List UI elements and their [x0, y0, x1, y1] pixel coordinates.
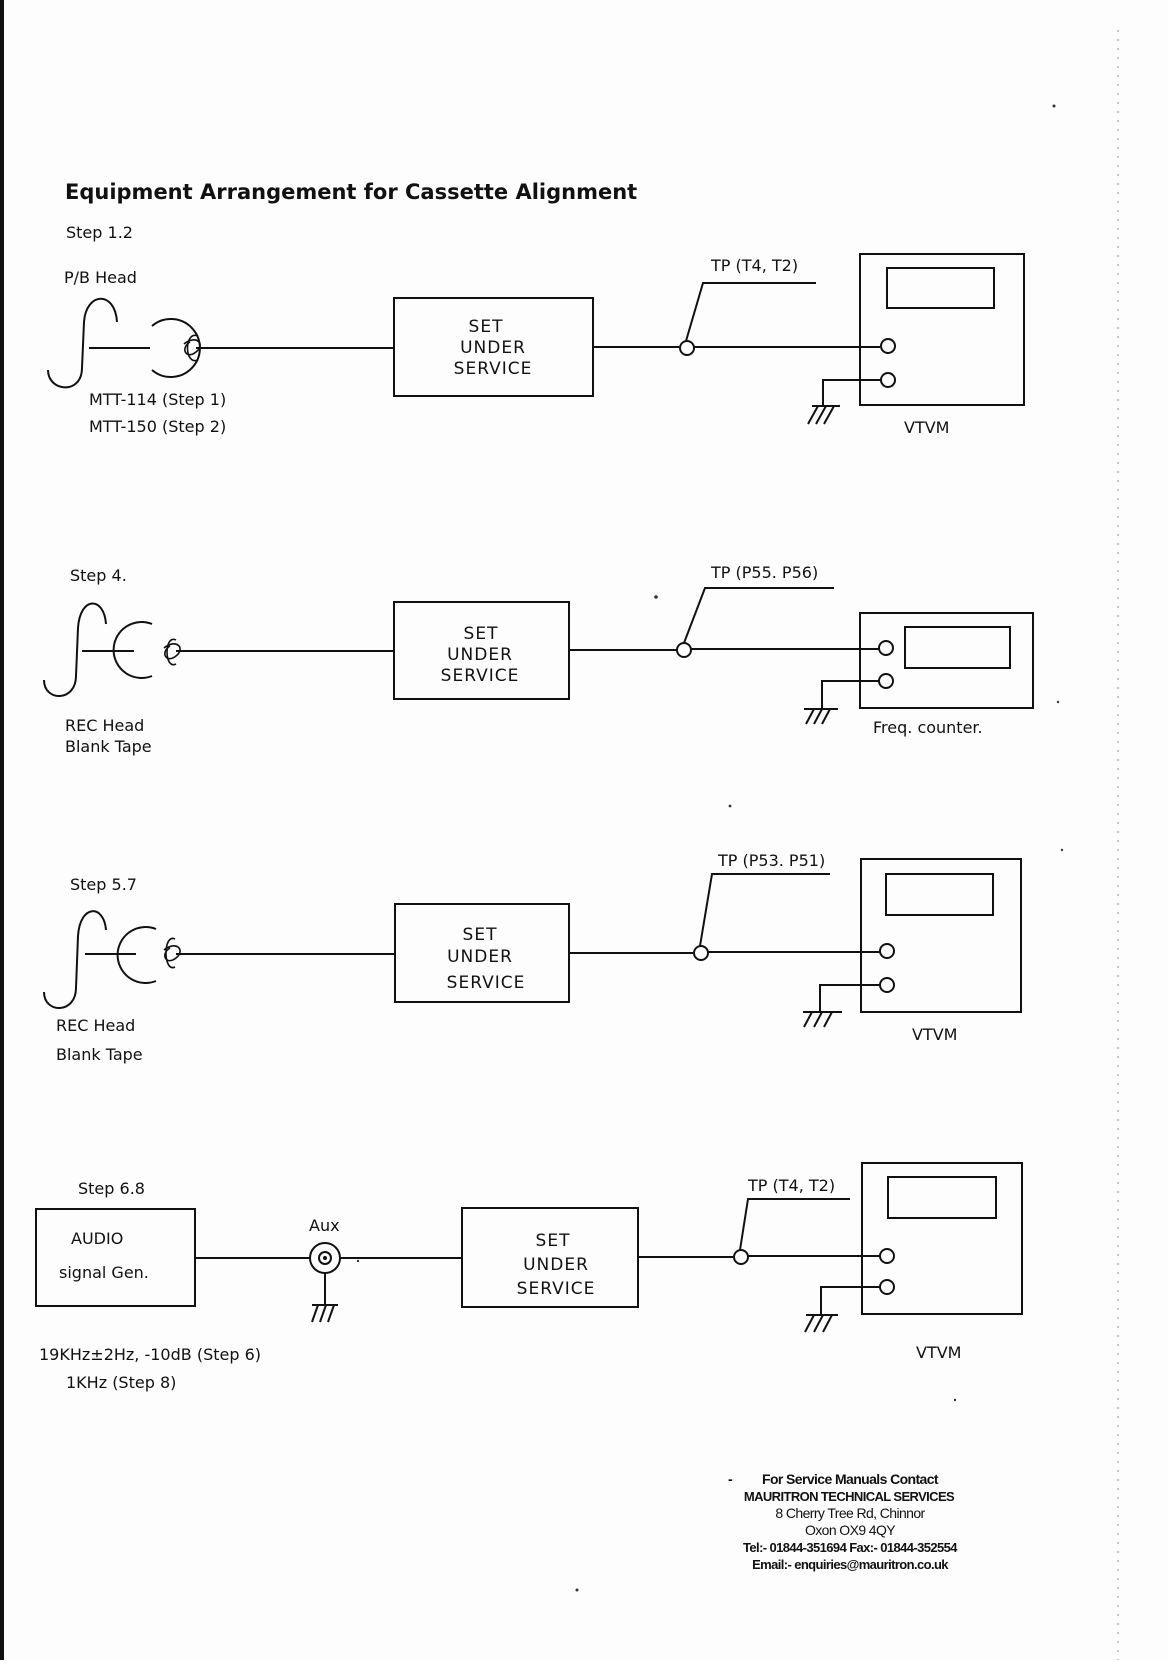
frequency-counter-meter: Freq. counter. — [804, 612, 1034, 737]
meter-label: VTVM — [904, 418, 949, 437]
meter-display — [904, 626, 1011, 669]
source-label-line-1: REC Head — [56, 1016, 135, 1035]
generator-label-line-1: AUDIO — [71, 1229, 123, 1248]
diagram-step-6-8: Step 6.8 AUDIO signal Gen. Aux 1 — [35, 1162, 1023, 1392]
set-box-line-3: SERVICE — [441, 666, 520, 686]
ground-icon — [311, 1304, 338, 1323]
test-point-icon — [676, 642, 692, 658]
set-box-line-2: UNDER — [460, 338, 526, 358]
set-box-line-3: SERVICE — [517, 1279, 596, 1299]
test-point-label: TP (P55. P56) — [710, 563, 818, 582]
tape-head-icon — [47, 297, 201, 389]
test-point-label: TP (T4, T2) — [710, 256, 798, 275]
meter-display — [885, 873, 994, 916]
set-box-line-2: UNDER — [447, 645, 513, 665]
source-label-line-1: MTT-114 (Step 1) — [89, 390, 226, 409]
test-point-leader — [683, 587, 834, 644]
set-box-line-1: SET — [463, 925, 498, 945]
contact-line-3: 8 Cherry Tree Rd, Chinnor — [775, 1505, 925, 1521]
ground-icon — [804, 1314, 838, 1333]
test-point-label: TP (P53. P51) — [717, 851, 825, 870]
source-label-line-1: REC Head — [65, 716, 144, 735]
ground-icon — [803, 1011, 842, 1028]
test-point-label: TP (T4, T2) — [747, 1176, 835, 1195]
contact-line-5: Tel:- 01844-351694 Fax:- 01844-352554 — [743, 1540, 958, 1555]
test-point-icon — [693, 945, 709, 961]
meter-terminal-ground — [880, 372, 896, 388]
source-label-top: P/B Head — [64, 268, 137, 287]
set-box-line-3: SERVICE — [447, 973, 526, 993]
test-point-leader — [685, 282, 816, 342]
meter-terminal-input — [878, 640, 894, 656]
vtvm-meter: VTVM — [804, 1162, 1023, 1362]
set-box-line-2: UNDER — [447, 947, 513, 967]
generator-setting-line-1: 19KHz±2Hz, -10dB (Step 6) — [39, 1345, 261, 1364]
meter-terminal-ground — [878, 673, 894, 689]
diagram-step-5-7: Step 5.7 REC Head Blank Tape SET UNDER S… — [43, 851, 1022, 1064]
meter-display — [887, 1176, 997, 1219]
meter-terminal-input — [879, 943, 895, 959]
meter-label: VTVM — [916, 1343, 961, 1362]
audio-signal-generator: AUDIO signal Gen. — [35, 1208, 196, 1307]
ground-icon — [807, 405, 840, 425]
diagram-step-4: Step 4. REC Head Blank Tape SET UNDER SE… — [43, 563, 1034, 756]
test-point-icon — [679, 340, 695, 356]
meter-label: VTVM — [912, 1025, 957, 1044]
generator-setting-line-2: 1KHz (Step 8) — [66, 1373, 176, 1392]
meter-terminal-input — [879, 1248, 895, 1264]
set-box-line-3: SERVICE — [454, 359, 533, 379]
meter-display — [886, 267, 995, 309]
meter-terminal-input — [880, 338, 896, 354]
scan-specks — [356, 104, 1064, 1592]
vtvm-meter: VTVM — [807, 253, 1025, 437]
contact-bullet: - — [728, 1471, 733, 1487]
contact-line-1: For Service Manuals Contact — [762, 1471, 939, 1487]
set-box-line-1: SET — [464, 624, 499, 644]
vtvm-meter: VTVM — [803, 858, 1022, 1044]
source-label-line-2: MTT-150 (Step 2) — [89, 417, 226, 436]
test-point-leader — [699, 873, 830, 947]
aux-connector-icon — [309, 1242, 341, 1305]
step-label: Step 5.7 — [70, 875, 137, 894]
scan-edge-left — [0, 0, 4, 1660]
source-label-line-2: Blank Tape — [56, 1045, 143, 1064]
meter-terminal-ground — [879, 977, 895, 993]
connector-label: Aux — [309, 1216, 340, 1235]
step-label: Step 1.2 — [66, 223, 133, 242]
scan-edge-right — [1117, 30, 1119, 1660]
meter-label: Freq. counter. — [873, 718, 983, 737]
contact-line-6: Email:- enquiries@mauritron.co.uk — [752, 1557, 949, 1572]
meter-terminal-ground — [879, 1279, 895, 1295]
set-box-line-1: SET — [469, 317, 504, 337]
step-label: Step 4. — [70, 566, 127, 585]
page-title: Equipment Arrangement for Cassette Align… — [65, 180, 637, 204]
source-label-line-2: Blank Tape — [65, 737, 152, 756]
set-box-line-1: SET — [536, 1231, 571, 1251]
contact-block: - For Service Manuals Contact MAURITRON … — [728, 1471, 959, 1572]
step-label: Step 6.8 — [78, 1179, 145, 1198]
test-point-leader — [739, 1198, 850, 1251]
tape-head-icon — [43, 910, 181, 1009]
ground-icon — [804, 708, 838, 725]
diagram-step-1-2: Step 1.2 P/B Head MTT-114 (Step 1) MTT-1… — [47, 223, 1025, 437]
contact-line-4: Oxon OX9 4QY — [805, 1522, 896, 1538]
set-box-line-2: UNDER — [523, 1255, 589, 1275]
contact-line-2: MAURITRON TECHNICAL SERVICES — [744, 1489, 955, 1504]
test-point-icon — [733, 1249, 749, 1265]
generator-label-line-2: signal Gen. — [59, 1263, 149, 1282]
tape-head-icon — [43, 602, 181, 697]
